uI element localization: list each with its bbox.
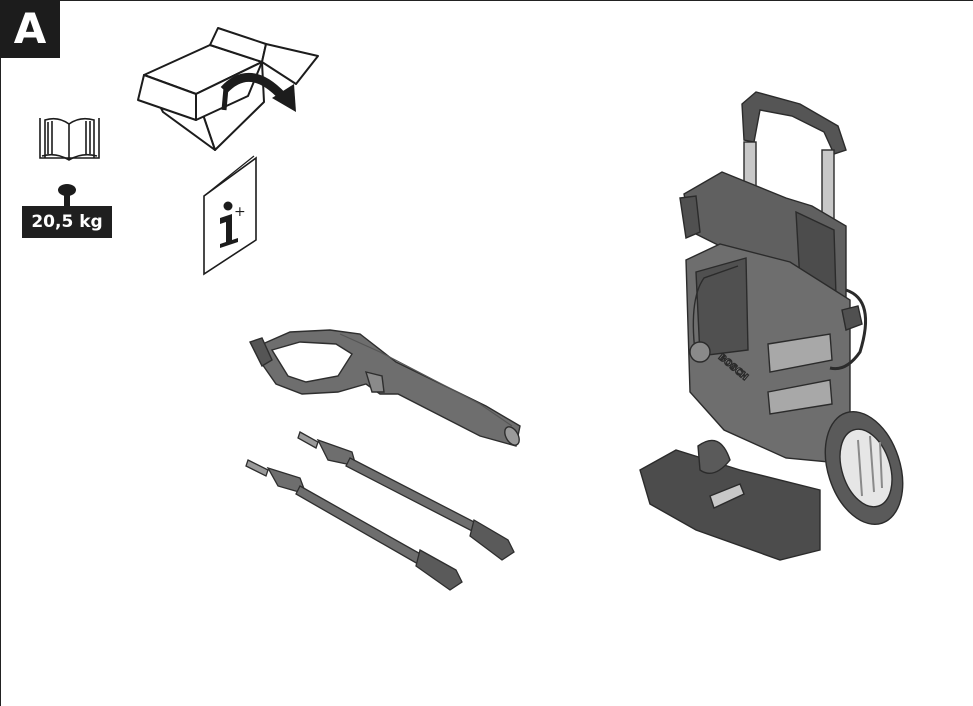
info-leaflet-icon: + bbox=[203, 155, 257, 276]
figure-label-badge: A bbox=[0, 0, 60, 58]
open-box-icon bbox=[137, 27, 319, 151]
lance-lower-illustration bbox=[245, 459, 463, 591]
spray-gun-illustration bbox=[249, 329, 521, 447]
weight-icon bbox=[58, 184, 76, 206]
weight-label: 20,5 kg bbox=[22, 206, 112, 238]
lance-upper-illustration bbox=[297, 431, 515, 561]
open-book-icon bbox=[39, 117, 100, 161]
pressure-washer-illustration: BOSCH bbox=[639, 91, 904, 561]
svg-text:+: + bbox=[234, 204, 246, 220]
frame-top-border bbox=[0, 0, 973, 1]
frame-left-border bbox=[0, 0, 1, 706]
